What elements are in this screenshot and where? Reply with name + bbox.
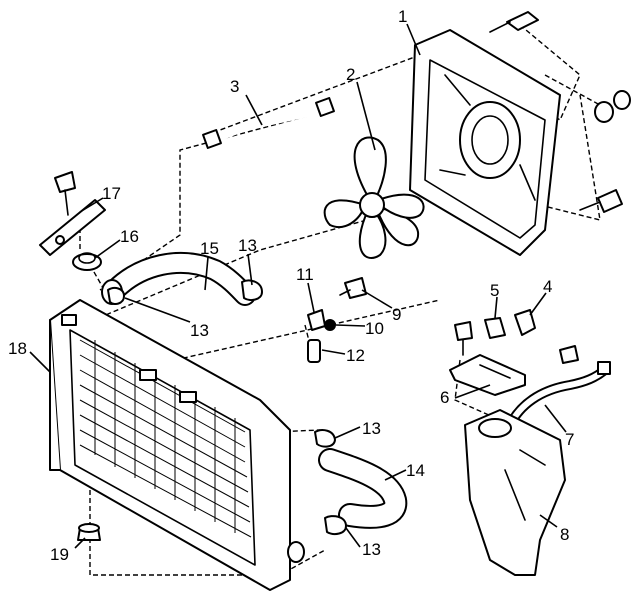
coolant-reservoir	[464, 409, 566, 576]
callout-15: 15	[200, 239, 219, 258]
radiator	[49, 299, 305, 591]
callout-18: 18	[8, 339, 27, 358]
hose-clamp-small	[107, 287, 125, 305]
thermo-switch	[307, 309, 326, 331]
callout-12: 12	[346, 346, 365, 365]
leader-lines	[29, 23, 567, 549]
tank-bolt-left	[454, 321, 473, 356]
shroud-grommets	[594, 90, 631, 123]
callout-3: 3	[230, 77, 239, 96]
sensor-bolt	[339, 277, 367, 299]
switch-sleeve	[307, 339, 321, 363]
callout-13-bottom: 13	[362, 540, 381, 559]
callout-13-middle: 13	[190, 321, 209, 340]
callout-7: 7	[565, 430, 574, 449]
shroud-bolt-bottom	[579, 189, 623, 213]
callout-2: 2	[346, 65, 355, 84]
callout-5: 5	[490, 281, 499, 300]
overflow-pipe	[505, 361, 611, 428]
callout-6: 6	[440, 388, 449, 407]
callout-16: 16	[120, 227, 139, 246]
bracket-bolt	[54, 171, 76, 216]
hose-clamp-lower-b	[324, 515, 347, 535]
cooling-fan	[323, 136, 425, 259]
shroud-bolt-top	[489, 11, 539, 33]
lower-radiator-hose	[318, 448, 408, 529]
callout-14: 14	[406, 461, 425, 480]
callout-8: 8	[560, 525, 569, 544]
callout-10: 10	[365, 319, 384, 338]
callout-4: 4	[543, 277, 552, 296]
callout-11: 11	[296, 265, 314, 284]
callout-1: 1	[398, 7, 407, 26]
overflow-elbow	[514, 309, 536, 336]
callout-19: 19	[50, 545, 69, 564]
radiator-bracket	[39, 199, 106, 256]
callout-17: 17	[102, 184, 121, 203]
callout-9: 9	[392, 305, 401, 324]
hose-clamp-upper	[241, 279, 263, 301]
drain-plug	[77, 523, 101, 541]
callout-13-lower: 13	[362, 419, 381, 438]
tank-cap-clip	[484, 317, 506, 339]
callout-labels: 1 2 3 4 5 6 7 8 9 10 11 12 13 13 13 13 1…	[8, 7, 574, 564]
tank-bracket	[449, 354, 526, 396]
tank-bolt-right	[559, 345, 579, 364]
hose-clamp-lower-a	[314, 429, 336, 448]
callout-13-upper: 13	[238, 236, 257, 255]
rubber-mount-upper	[72, 252, 102, 271]
fan-shroud	[409, 29, 561, 256]
o-ring	[324, 319, 336, 331]
bypass-hose	[202, 97, 335, 149]
